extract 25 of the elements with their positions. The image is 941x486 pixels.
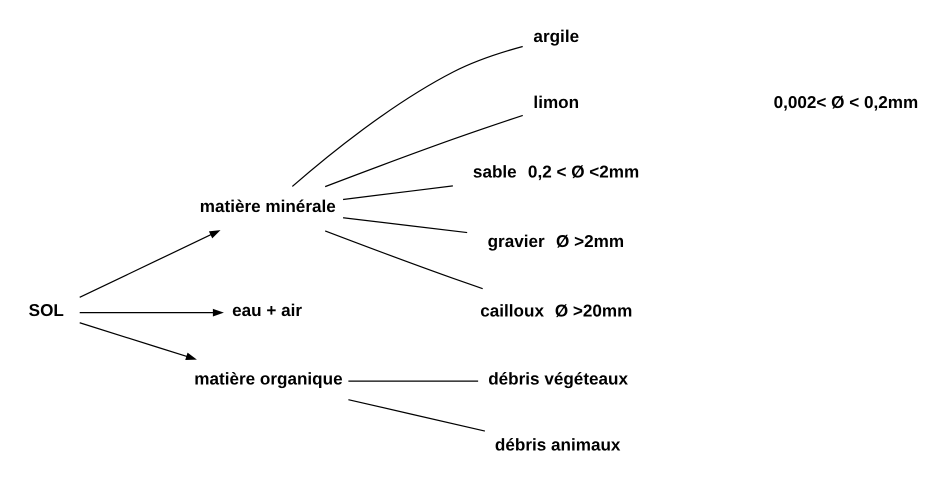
node-text: eau + air: [232, 300, 302, 320]
label: 0,002< Ø < 0,2mm: [774, 93, 918, 112]
node-label: Ø >20mm: [554, 302, 632, 321]
node-text: SOL: [28, 300, 64, 320]
connector: [292, 46, 523, 187]
connector: [324, 114, 523, 188]
node-label: 0,2 < Ø <2mm: [528, 162, 640, 182]
arrow: [79, 230, 221, 298]
node-text: débris animaux: [494, 435, 620, 454]
node-text: sable: [472, 162, 517, 182]
connector: [348, 399, 486, 432]
node-text: matière organique: [194, 369, 343, 388]
arrow: [80, 322, 197, 360]
node-text: gravier: [488, 232, 545, 251]
connector: [343, 185, 453, 200]
connector: [343, 217, 468, 234]
node-label: Ø >2mm: [556, 232, 624, 251]
node-text: limon: [533, 93, 580, 112]
arrow: [80, 308, 224, 317]
node-text: argile: [533, 27, 580, 46]
node-text: matière minérale: [200, 197, 336, 216]
node-text: cailloux: [480, 302, 544, 321]
connector: [348, 380, 478, 382]
node-text: débris végéteaux: [488, 369, 628, 388]
connector: [324, 230, 483, 290]
